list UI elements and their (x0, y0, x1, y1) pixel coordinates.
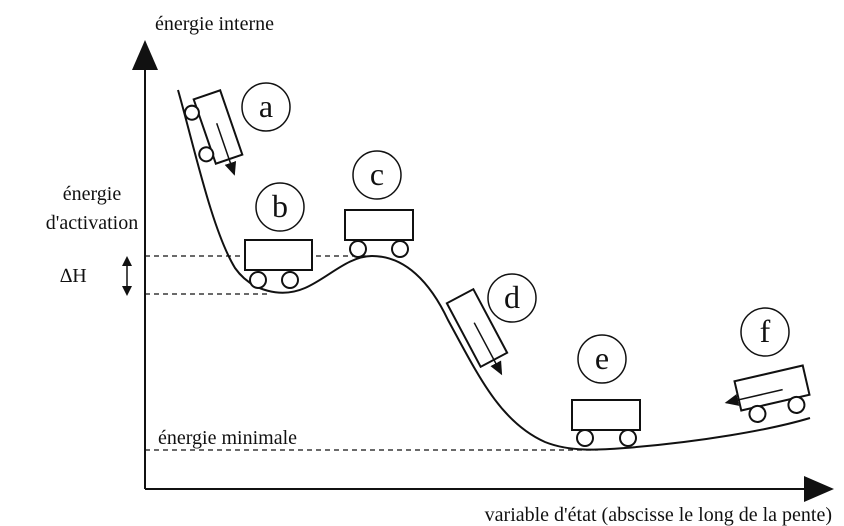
cart-a (183, 89, 244, 176)
activation-label-line1: énergie (63, 183, 122, 205)
state-letter: f (760, 313, 771, 349)
state-letter: e (595, 340, 609, 376)
state-letter: b (272, 188, 288, 224)
y-axis-label: énergie interne (155, 13, 274, 35)
cart-d (445, 287, 509, 376)
state-label-e: e (577, 334, 627, 384)
cart-b (244, 239, 313, 289)
state-label-b: b (255, 182, 305, 232)
cart-e (571, 399, 641, 447)
state-label-a: a (241, 82, 291, 132)
state-label-d: d (487, 273, 537, 323)
x-axis-label: variable d'état (abscisse le long de la … (485, 504, 832, 526)
state-label-f: f (740, 307, 790, 357)
x-axis-arrowhead (804, 476, 834, 502)
y-axis-arrowhead (132, 40, 158, 70)
state-letter: d (504, 279, 520, 315)
activation-label-line2: d'activation (46, 212, 138, 234)
state-label-c: c (352, 150, 402, 200)
cart-c (344, 209, 414, 258)
delta-h-label: ∆H (60, 265, 87, 287)
delta-h-double-arrow (122, 256, 132, 296)
state-letter: a (259, 88, 273, 124)
state-letter: c (370, 156, 384, 192)
cart-f (724, 364, 811, 423)
energy-curve (177, 89, 811, 451)
min-energy-label: énergie minimale (158, 427, 297, 449)
